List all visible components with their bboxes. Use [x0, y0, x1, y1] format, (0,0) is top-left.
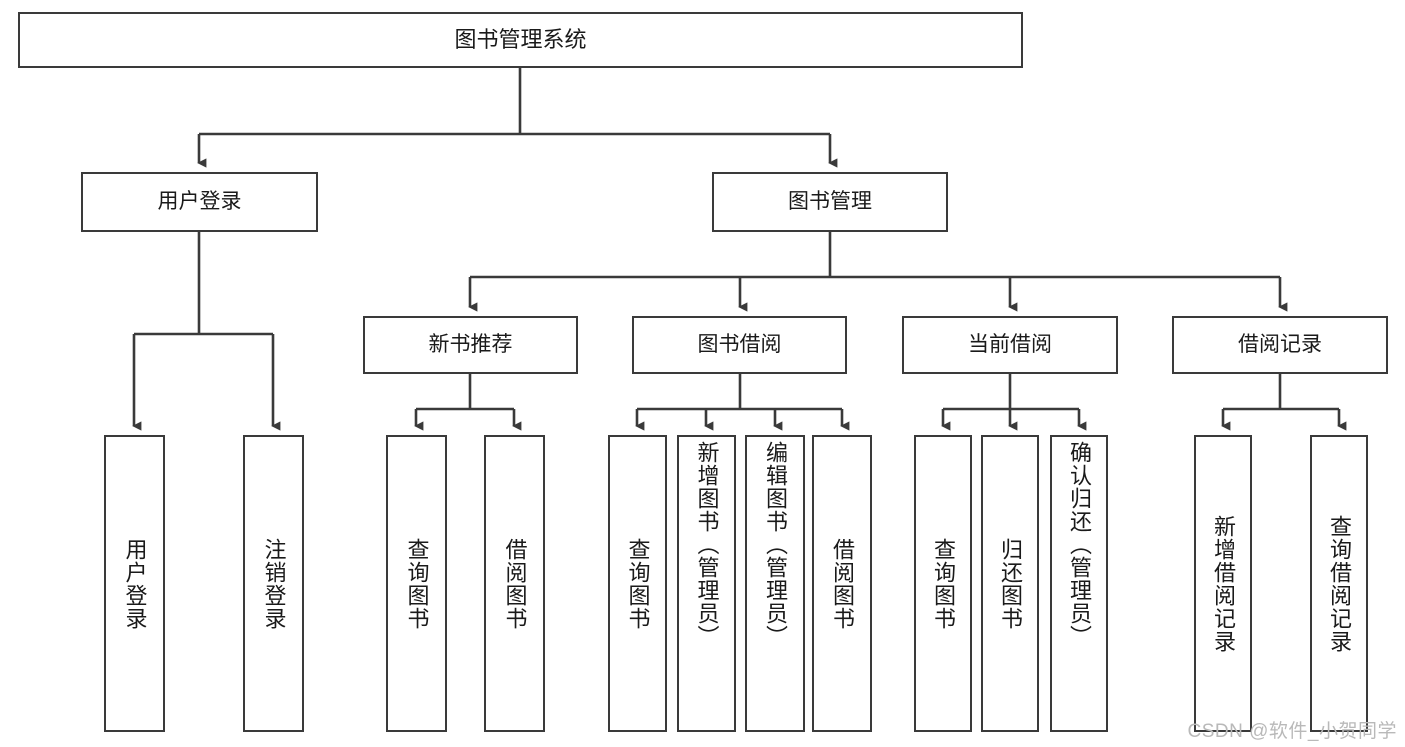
node-borrow-record[interactable]: 借阅记录: [1172, 316, 1388, 374]
leaf-add-book-admin[interactable]: 新增图书（管理员）: [677, 435, 736, 732]
leaf-query-book-recommend[interactable]: 查询图书: [386, 435, 447, 732]
leaf-logout-login[interactable]: 注销登录: [243, 435, 304, 732]
node-root[interactable]: 图书管理系统: [18, 12, 1023, 68]
watermark-text: CSDN @软件_小贺同学: [1187, 721, 1397, 742]
node-user-login[interactable]: 用户登录: [81, 172, 318, 232]
leaf-return-book[interactable]: 归还图书: [981, 435, 1039, 732]
node-new-book-recommend[interactable]: 新书推荐: [363, 316, 578, 374]
node-book-manage[interactable]: 图书管理: [712, 172, 948, 232]
leaf-borrow-book[interactable]: 借阅图书: [812, 435, 872, 732]
leaf-confirm-return-admin[interactable]: 确认归还（管理员）: [1050, 435, 1108, 732]
leaf-query-book-borrow[interactable]: 查询图书: [608, 435, 667, 732]
node-current-borrow[interactable]: 当前借阅: [902, 316, 1118, 374]
node-book-borrow[interactable]: 图书借阅: [632, 316, 847, 374]
leaf-add-borrow-record[interactable]: 新增借阅记录: [1194, 435, 1252, 732]
leaf-query-borrow-record[interactable]: 查询借阅记录: [1310, 435, 1368, 732]
leaf-borrow-book-recommend[interactable]: 借阅图书: [484, 435, 545, 732]
leaf-user-login[interactable]: 用户登录: [104, 435, 165, 732]
leaf-query-book-current[interactable]: 查询图书: [914, 435, 972, 732]
leaf-edit-book-admin[interactable]: 编辑图书（管理员）: [745, 435, 805, 732]
